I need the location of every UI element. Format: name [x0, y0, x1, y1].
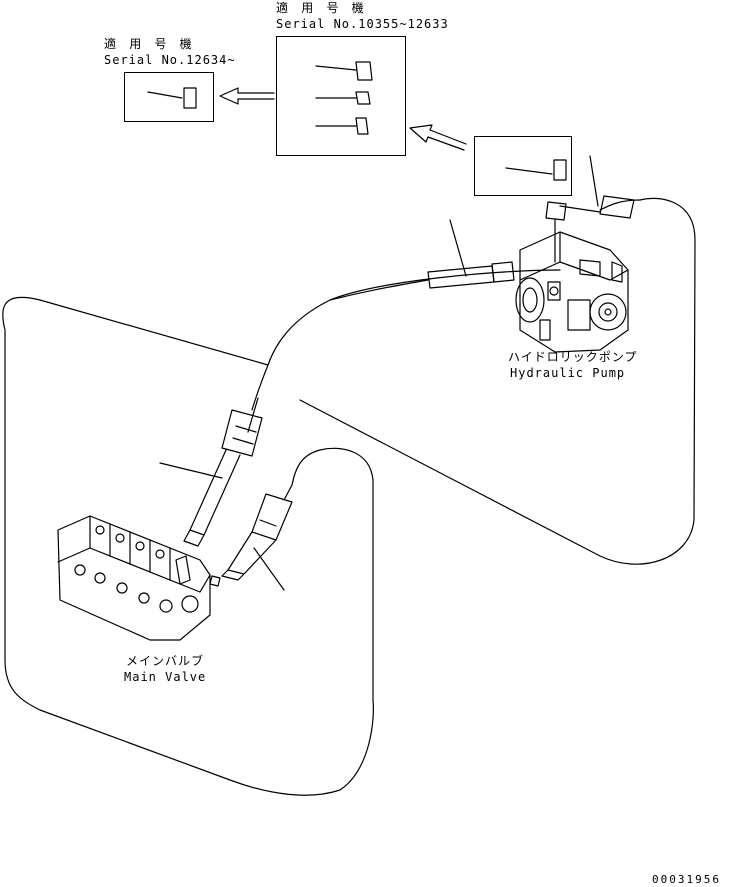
hose-route-outline — [2, 197, 696, 796]
hydraulic-pump-drawing — [515, 231, 629, 353]
detail-box-new-serial — [124, 72, 214, 122]
pump-top-hose — [545, 155, 641, 263]
arrow-to-new-fitting — [219, 87, 275, 105]
valve-en-label: Main Valve — [124, 670, 207, 684]
fittings-old-serial — [315, 61, 373, 135]
pressure-hose-line — [251, 364, 269, 411]
serial-old-label: Serial No.10355~12633 — [276, 17, 449, 31]
return-hose — [221, 484, 293, 591]
valve-jp-label: メインバルブ — [126, 654, 205, 668]
pressure-hose — [159, 397, 263, 547]
drawing-number: 00031956 — [652, 873, 721, 886]
main-valve-drawing — [57, 515, 221, 641]
pump-en-label: Hydraulic Pump — [510, 366, 626, 380]
detail-box-old-serial — [276, 36, 406, 156]
fitting-pump-detail — [505, 159, 567, 181]
serial-new-label: Serial No.12634~ — [104, 53, 236, 67]
fitting-new-serial — [147, 87, 197, 109]
pump-jp-label: ハイドロリックポンプ — [508, 350, 638, 364]
serial-old-jp-label: 適 用 号 機 — [276, 1, 367, 15]
pump-delivery-hose — [329, 219, 515, 301]
detail-box-pump-fitting — [474, 136, 572, 196]
serial-new-jp-label: 適 用 号 機 — [104, 37, 195, 51]
arrow-to-old-fittings — [409, 124, 467, 151]
